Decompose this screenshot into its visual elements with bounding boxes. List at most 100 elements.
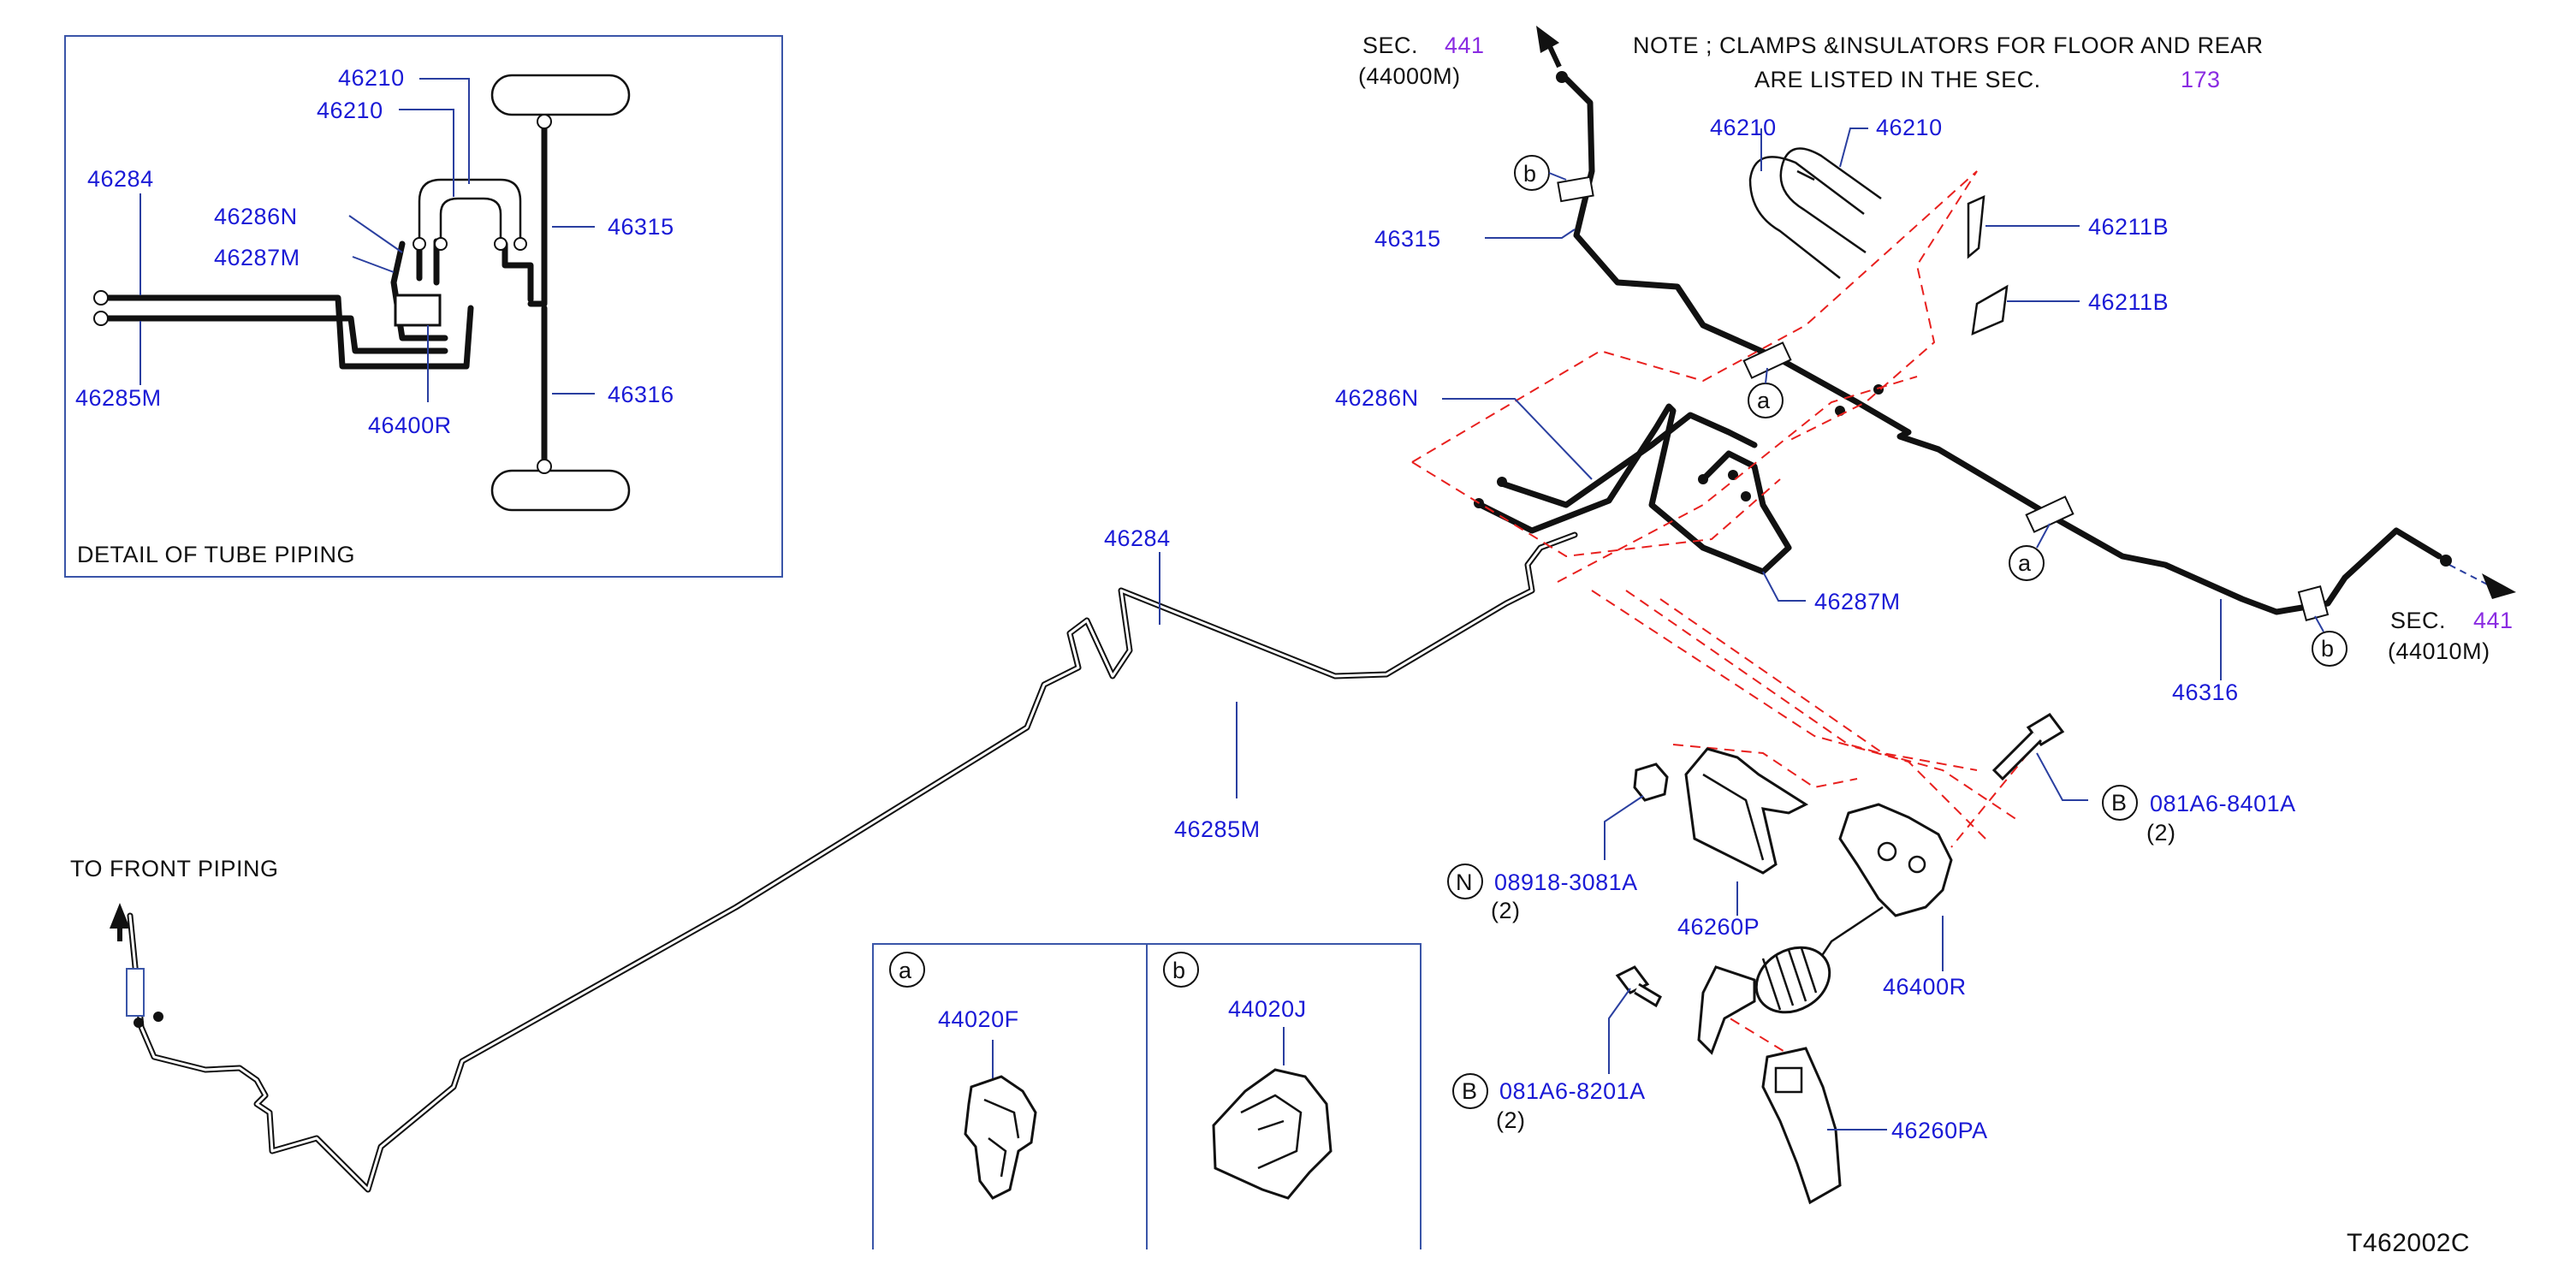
note-section-number: 173 <box>2181 67 2221 92</box>
label-46287m: 46287M <box>214 245 300 270</box>
clip-detail <box>1240 1094 1303 1170</box>
phantom-line <box>1950 752 2029 848</box>
clip-46211b <box>1967 194 1985 259</box>
leader <box>1485 228 1576 239</box>
sec-top-arrow-icon <box>1536 26 1559 53</box>
rear-tubes: b a a b <box>1159 26 2516 1071</box>
bracket-mount <box>1774 1066 1803 1094</box>
leader <box>399 109 454 197</box>
callout-N <box>1447 863 1483 899</box>
detail-fitting <box>434 237 448 251</box>
clip-46211b <box>1971 284 2009 336</box>
phantom-line <box>1411 170 1978 463</box>
clip-b-callout <box>1163 952 1199 988</box>
nut-08918 <box>1633 763 1669 802</box>
to-front-piping-label: TO FRONT PIPING <box>70 856 279 881</box>
label-46286n: 46286N <box>214 204 298 229</box>
callout-B-top <box>2102 785 2138 821</box>
leader <box>1839 128 1868 168</box>
fitting <box>1873 384 1884 395</box>
label-46400r: 46400R <box>368 412 452 438</box>
label-46316: 46316 <box>2172 680 2239 705</box>
clamp-b <box>1557 175 1594 203</box>
label-46284: 46284 <box>1104 525 1171 551</box>
label-46211b: 46211B <box>2088 214 2169 240</box>
clip-44020f <box>964 1075 1037 1200</box>
valve-assembly <box>1604 713 2088 1205</box>
bellows-rings <box>1761 947 1818 1011</box>
callout-letter: b <box>1523 161 1537 187</box>
clip-frame <box>872 943 1422 1249</box>
phantom-line <box>1557 376 1918 583</box>
clamp-b <box>2297 585 2330 622</box>
label-46260p: 46260P <box>1677 914 1760 940</box>
leader <box>352 256 395 273</box>
valve-port <box>1877 841 1897 862</box>
qty-08918-3081a: (2) <box>1491 898 1521 923</box>
clip-box: a b 44020F 44020J <box>872 943 1422 1249</box>
label-46285m: 46285M <box>75 385 162 411</box>
callout-letter: N <box>1456 869 1473 895</box>
clip-detail <box>983 1098 1020 1178</box>
callout-letter: b <box>2321 636 2335 662</box>
leader <box>419 78 470 184</box>
leader <box>1442 398 1593 480</box>
clip-a-letter: a <box>899 958 912 983</box>
detail-tube-46287m <box>502 240 534 303</box>
label-46316: 46316 <box>608 382 674 407</box>
callout-a-mid: a <box>1748 367 1784 418</box>
detail-title: DETAIL OF TUBE PIPING <box>77 542 355 567</box>
leader <box>1608 988 1631 1074</box>
tube-46284-46285m <box>127 531 1578 1193</box>
fitting <box>1698 474 1708 484</box>
label-081a6-8201a: 081A6-8201A <box>1499 1078 1646 1104</box>
rear-drum-top <box>490 74 631 116</box>
detail-fitting <box>413 237 426 251</box>
fitting <box>1741 491 1751 501</box>
bolt-081a6-8201a-shank <box>1634 982 1662 1008</box>
leader <box>1762 571 1806 602</box>
fitting <box>1497 477 1507 487</box>
label-46210: 46210 <box>338 65 405 91</box>
coil-46210 <box>1748 156 1865 279</box>
detail-fitting <box>93 311 109 326</box>
detail-fitting <box>494 237 507 251</box>
callout-b-right: b <box>2312 615 2347 667</box>
fitting <box>134 1018 144 1028</box>
sec-right-prefix: SEC. <box>2390 608 2446 633</box>
coil-end <box>1796 169 1815 181</box>
valve-port <box>1908 855 1926 874</box>
sec-top-number: 441 <box>1445 33 1485 58</box>
bracket-edge <box>1702 773 1765 861</box>
detail-tube-46284 <box>99 294 474 370</box>
fitting <box>153 1012 163 1022</box>
tube-46284-highlight <box>128 533 1576 1191</box>
sec-top-prefix: SEC. <box>1362 33 1418 58</box>
tube-46286n <box>1499 412 1758 508</box>
label-46284: 46284 <box>87 166 154 192</box>
callout-letter: a <box>2018 550 2032 576</box>
diagram-code: T462002C <box>2347 1229 2470 1257</box>
front-connector <box>126 968 145 1017</box>
clamp-a <box>2025 496 2074 533</box>
clamp-a <box>1742 341 1792 379</box>
bolt-081a6-8401a-shank <box>1991 730 2043 781</box>
label-46287m: 46287M <box>1814 589 1901 614</box>
fitting <box>1556 71 1568 83</box>
callout-B-lower <box>1452 1073 1488 1109</box>
detail-tube-46315 <box>527 118 548 307</box>
detail-fitting <box>537 459 552 474</box>
label-08918-3081a: 08918-3081A <box>1494 869 1638 895</box>
label-46210: 46210 <box>1710 115 1777 140</box>
front-arrow-icon <box>110 903 130 929</box>
sec-right-number: 441 <box>2473 608 2514 633</box>
tube-46315-46316 <box>1563 75 2442 615</box>
detail-box: 46210 46210 46284 46286N 46287M 46315 46… <box>64 35 783 578</box>
clip-b-letter: b <box>1172 958 1186 983</box>
label-081a6-8401a: 081A6-8401A <box>2150 791 2296 816</box>
phantom-line <box>1591 590 1986 840</box>
phantom-line <box>1672 744 1858 789</box>
bracket-46260p <box>1684 747 1809 875</box>
detail-loop-inner <box>439 197 502 244</box>
